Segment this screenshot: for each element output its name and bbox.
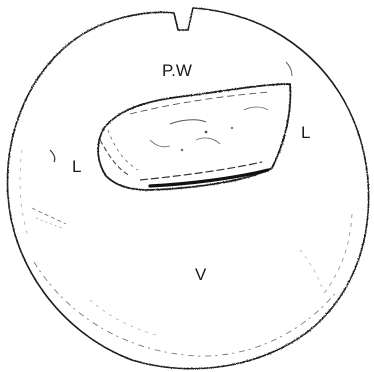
- left-recess-mark-2: [32, 208, 66, 224]
- opening-top-detail: [130, 92, 270, 114]
- right-lateral-label: L: [301, 124, 310, 141]
- rim-shading-left: [20, 150, 28, 236]
- interior-mark-2: [150, 140, 170, 147]
- interior-mark-3: [196, 138, 220, 144]
- opening-left-wall-2: [108, 130, 138, 170]
- interior-dot-1: [205, 131, 208, 134]
- lower-field-mark-2: [90, 300, 160, 336]
- left-lateral-label: L: [72, 158, 81, 175]
- interior-mark-4: [244, 107, 268, 110]
- opening-lower-lip: [150, 170, 268, 186]
- interior-dot-2: [181, 149, 183, 151]
- interior-dot-3: [231, 127, 233, 129]
- posterior-wall-label: P.W: [162, 62, 192, 79]
- right-top-mark: [286, 62, 292, 76]
- interior-mark-1: [170, 120, 206, 124]
- ventral-label: V: [195, 266, 206, 283]
- left-recess-mark-1: [50, 150, 55, 162]
- lower-field-mark-1: [300, 250, 322, 288]
- left-recess-mark-3: [36, 218, 62, 228]
